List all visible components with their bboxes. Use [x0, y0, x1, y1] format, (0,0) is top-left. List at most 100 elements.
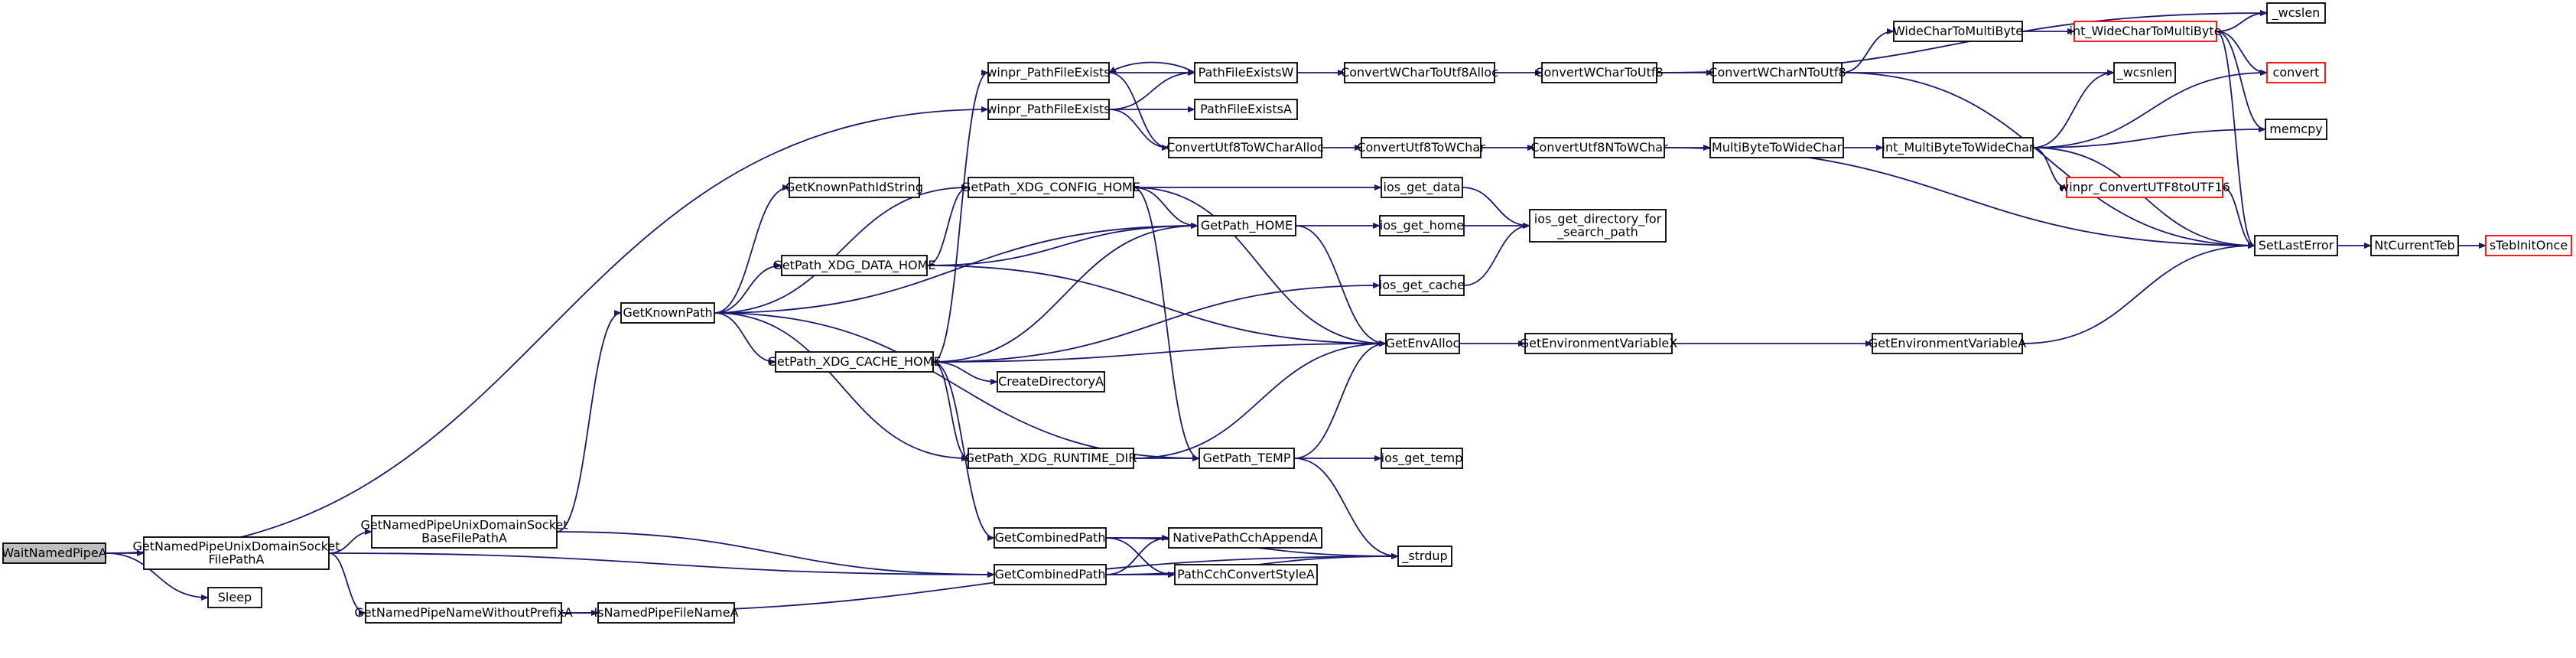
node-label: ConvertUtf8ToWCharAlloc: [1166, 140, 1324, 155]
node-label: GetNamedPipeUnixDomainSocket: [360, 518, 568, 533]
edge-int-multibytetowidechar-to-memcpy: [2032, 126, 2266, 148]
edge-getpath-xdg-cache-home-to-ios-get-cache: [932, 282, 1381, 363]
node-label: GetPath_XDG_RUNTIME_DIR: [965, 451, 1137, 466]
node-memcpy[interactable]: memcpy: [2265, 119, 2327, 140]
edge-layer: [105, 10, 2487, 616]
node-winpr-convertutf8toutf16[interactable]: winpr_ConvertUTF8toUTF16: [2059, 177, 2230, 198]
node-getenvironmentvariablea[interactable]: GetEnvironmentVariableA: [1869, 333, 2026, 354]
node-getnamedpipenamewithoutprefixa[interactable]: GetNamedPipeNameWithoutPrefixA: [354, 602, 573, 624]
edge-getcombinedpath-b-to-nativepathcchappenda: [1105, 535, 1169, 575]
node-label: IsNamedPipeFileNameA: [594, 605, 738, 620]
edge-int-widechartomultibyte-to-wcslen: [2216, 10, 2268, 32]
edge-winpr-pathfileexists-a-to-convertutf8towcharalloc: [1108, 109, 1169, 151]
node-convertwchartoutf8[interactable]: ConvertWCharToUtf8: [1535, 62, 1664, 83]
node-label: GetKnownPathIdString: [785, 180, 923, 194]
edge-int-widechartomultibyte-to-memcpy: [2216, 31, 2266, 132]
node-getenvironmentvariablex[interactable]: GetEnvironmentVariableX: [1520, 333, 1677, 354]
node-label: GetNamedPipeUnixDomainSocket: [132, 539, 340, 554]
edge-getpath-xdg-config-home-to-getpath-home: [1133, 187, 1199, 229]
node-wcsnlen[interactable]: _wcsnlen: [2113, 62, 2176, 83]
node-label: BaseFilePathA: [421, 531, 507, 546]
node-convertwcharntoutf8[interactable]: ConvertWCharNToUtf8: [1709, 62, 1846, 83]
node-getpath-xdg-runtime-dir[interactable]: GetPath_XDG_RUNTIME_DIR: [965, 448, 1137, 469]
node-getknownpath[interactable]: GetKnownPath: [620, 302, 715, 324]
node-label: ios_get_temp: [1381, 451, 1463, 466]
node-label: int_WideCharToMultiByte: [2070, 24, 2222, 39]
edge-getknownpath-to-getpath-temp: [714, 312, 1200, 461]
node-stebinitonce[interactable]: sTebInitOnce: [2485, 235, 2572, 256]
edge-int-multibytetowidechar-to-wcsnlen: [2032, 70, 2115, 148]
node-getpath-home[interactable]: GetPath_HOME: [1197, 215, 1296, 236]
node-isnamedpipefilenamea[interactable]: IsNamedPipeFileNameA: [594, 602, 739, 624]
node-nativepathcchappenda[interactable]: NativePathCchAppendA: [1168, 527, 1322, 549]
edge-getpath-xdg-data-home-to-getenvalloc: [926, 265, 1387, 347]
node-pathfileexistsa[interactable]: PathFileExistsA: [1194, 99, 1298, 120]
node-sleep[interactable]: Sleep: [207, 587, 262, 608]
edge-getpath-xdg-runtime-dir-to-getenvalloc: [1133, 340, 1387, 459]
edge-winpr-pathfileexists-a-to-pathfileexistsw: [1108, 70, 1195, 110]
node-getpath-xdg-data-home[interactable]: GetPath_XDG_DATA_HOME: [772, 255, 936, 276]
node-label: GetEnvironmentVariableA: [1869, 336, 2026, 350]
node-convertutf8towchar[interactable]: ConvertUtf8ToWChar: [1357, 137, 1485, 158]
node-label: NtCurrentTeb: [2374, 238, 2454, 252]
node-getpath-xdg-config-home[interactable]: GetPath_XDG_CONFIG_HOME: [961, 177, 1140, 198]
edge-getpath-xdg-cache-home-to-winpr-pathfileexists-b: [932, 70, 989, 363]
node-getcombinedpath-b[interactable]: GetCombinedPath: [994, 564, 1107, 585]
node-label: PathFileExistsA: [1200, 102, 1292, 116]
node-ntcurrentteb[interactable]: NtCurrentTeb: [2370, 235, 2459, 256]
node-label: GetCombinedPath: [995, 530, 1106, 545]
node-getknownpathidstring[interactable]: GetKnownPathIdString: [785, 177, 923, 198]
edge-pathfileexistsw-to-winpr-pathfileexists-b: [1108, 61, 1195, 73]
node-ios-get-data[interactable]: ios_get_data: [1381, 177, 1463, 198]
edge-getenvironmentvariablea-to-setlasterror: [2021, 243, 2256, 344]
node-getpath-xdg-cache-home[interactable]: GetPath_XDG_CACHE_HOME: [767, 351, 942, 373]
node-label: _wcslen: [2272, 5, 2321, 21]
edge-getpath-xdg-cache-home-to-createdirectorya: [932, 361, 998, 385]
node-strdup[interactable]: _strdup: [1397, 546, 1452, 567]
node-label: ConvertWCharToUtf8: [1535, 65, 1663, 80]
node-setlasterror[interactable]: SetLastError: [2254, 235, 2338, 256]
node-convertutf8towcharalloc[interactable]: ConvertUtf8ToWCharAlloc: [1166, 137, 1324, 158]
node-label: GetEnvironmentVariableX: [1520, 336, 1677, 350]
node-label: ConvertUtf8ToWChar: [1357, 140, 1485, 155]
node-int-multibytetowidechar[interactable]: int_MultiByteToWideChar: [1882, 137, 2034, 158]
node-getenvalloc[interactable]: GetEnvAlloc: [1385, 333, 1460, 354]
edge-convertwcharntoutf8-to-widechartomultibyte: [1841, 28, 1895, 73]
node-label: _wcsnlen: [2116, 65, 2173, 80]
node-label: _search_path: [1556, 225, 1638, 240]
node-winpr-pathfileexists-a[interactable]: winpr_PathFileExists: [987, 99, 1111, 120]
edge-getpath-xdg-cache-home-to-getcombinedpath-a: [932, 361, 995, 541]
edge-getpath-xdg-data-home-to-getpath-xdg-config-home: [926, 184, 969, 266]
node-getcombinedpath-a[interactable]: GetCombinedPath: [994, 527, 1107, 549]
node-multibytetowidechar[interactable]: MultiByteToWideChar: [1709, 137, 1844, 158]
node-createdirectorya[interactable]: CreateDirectoryA: [997, 371, 1105, 393]
node-label: ios_get_data: [1384, 180, 1461, 195]
node-getpath-temp[interactable]: GetPath_TEMP: [1199, 448, 1295, 469]
node-label: winpr_PathFileExists: [987, 65, 1110, 80]
node-ios-get-directory-for-search-path[interactable]: ios_get_directory_for_search_path: [1529, 209, 1667, 243]
node-label: WideCharToMultiByte: [1893, 24, 2023, 38]
node-label: ios_get_directory_for: [1534, 212, 1662, 227]
node-label: GetCombinedPath: [995, 567, 1106, 581]
node-convert[interactable]: convert: [2266, 62, 2326, 83]
node-winpr-pathfileexists-b[interactable]: winpr_PathFileExists: [987, 62, 1111, 83]
edge-int-multibytetowidechar-to-convert: [2032, 70, 2268, 148]
node-pathfileexistsw[interactable]: PathFileExistsW: [1194, 62, 1298, 83]
node-convertwchartoutf8alloc[interactable]: ConvertWCharToUtf8Alloc: [1341, 62, 1498, 83]
node-wcslen[interactable]: _wcslen: [2266, 2, 2326, 24]
node-int-widechartomultibyte[interactable]: int_WideCharToMultiByte: [2070, 21, 2222, 42]
edge-getnamedpipeunixdomainsocketfilepatha-to-getnamedpipenamewithoutprefixa: [328, 552, 366, 616]
node-convertutf8ntowchar[interactable]: ConvertUtf8NToWChar: [1530, 137, 1668, 158]
node-label: GetEnvAlloc: [1386, 336, 1460, 350]
node-ios-get-temp[interactable]: ios_get_temp: [1381, 448, 1463, 469]
node-label: int_MultiByteToWideChar: [1882, 140, 2034, 155]
node-widechartomultibyte[interactable]: WideCharToMultiByte: [1893, 21, 2023, 42]
node-label: winpr_PathFileExists: [987, 102, 1110, 117]
node-pathcchconvertstylea[interactable]: PathCchConvertStyleA: [1174, 564, 1318, 585]
node-getnamedpipeunixdomainsocketbasefilepatha[interactable]: GetNamedPipeUnixDomainSocketBaseFilePath…: [360, 515, 568, 549]
node-ios-get-cache[interactable]: ios_get_cache: [1379, 275, 1465, 296]
edge-getpath-xdg-data-home-to-getpath-home: [926, 223, 1199, 266]
node-ios-get-home[interactable]: ios_get_home: [1379, 215, 1465, 236]
